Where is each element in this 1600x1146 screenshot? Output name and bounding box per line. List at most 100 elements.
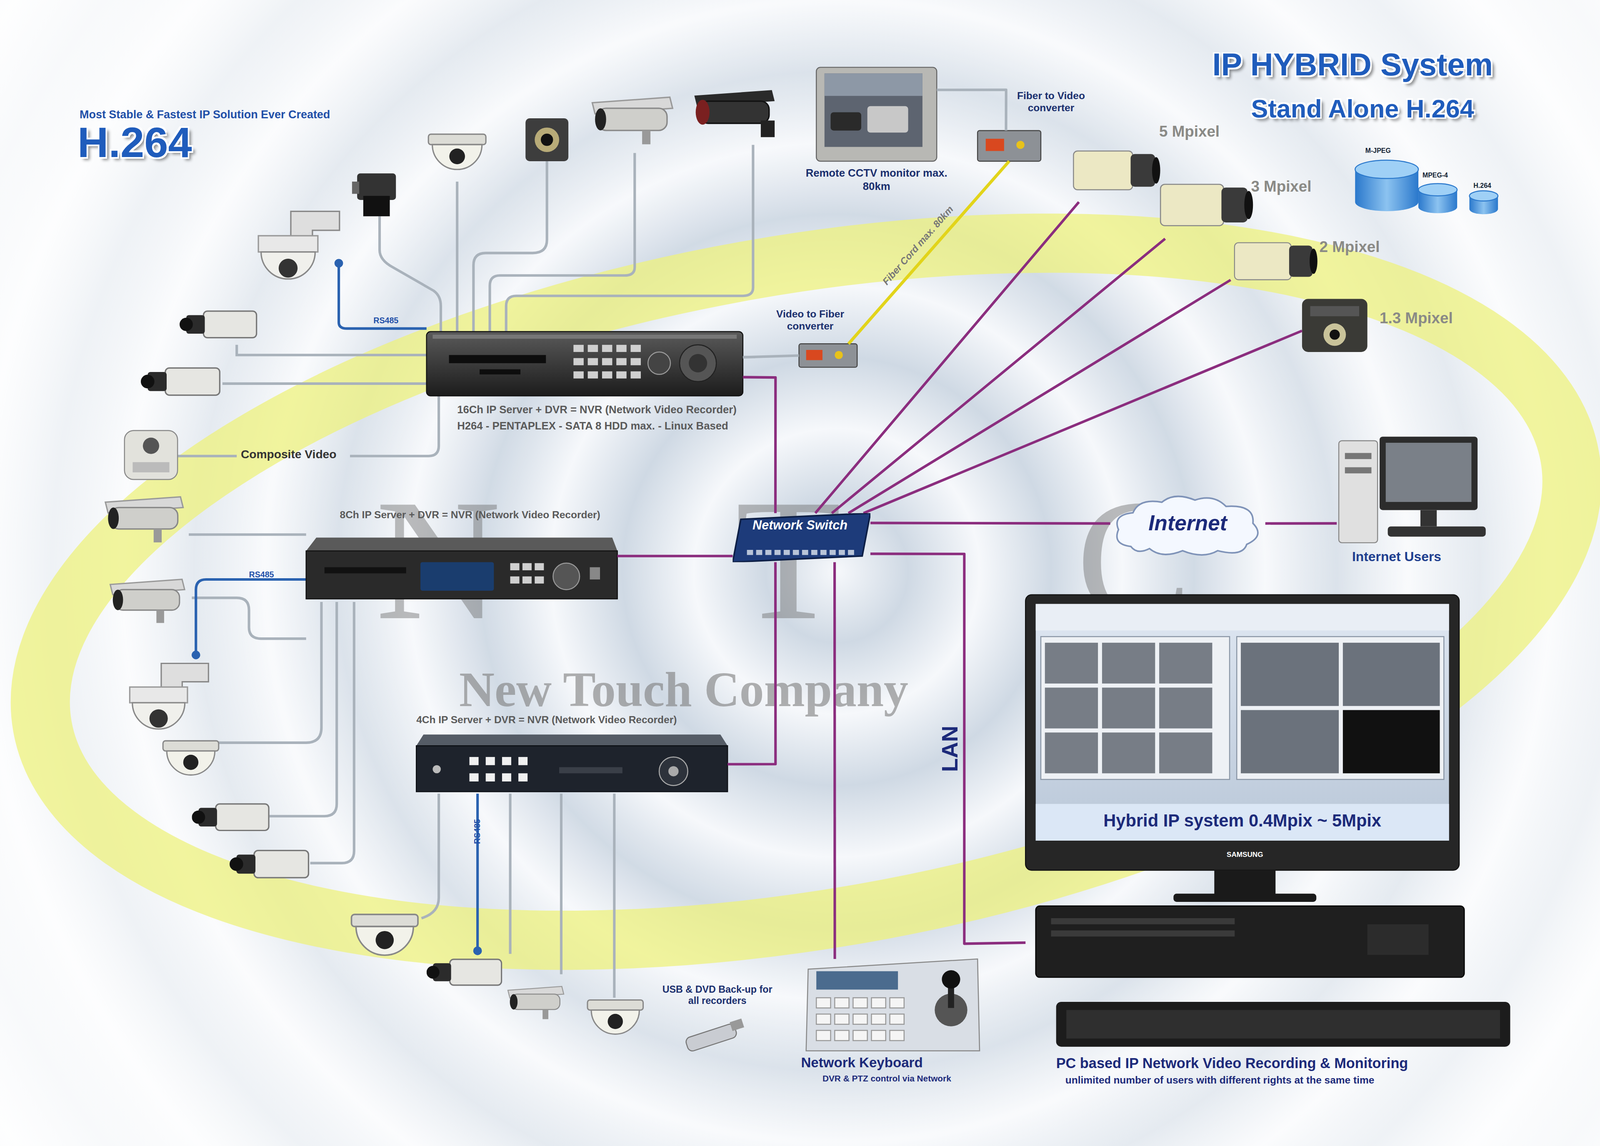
board-ip-camera-part — [1302, 299, 1368, 353]
nvr-16ch-part-part — [587, 371, 598, 379]
nvr-16ch-part — [679, 345, 717, 382]
switch-port — [829, 550, 836, 555]
monitoring-pc-part — [1040, 636, 1230, 780]
fiber-converters-part — [834, 350, 843, 360]
switch-port — [802, 550, 809, 555]
node-label: 5 Mpixel — [1159, 122, 1272, 141]
nvr-16ch-part-part — [587, 345, 598, 353]
camera-wires-part — [490, 152, 635, 332]
nvr-8ch-part — [324, 567, 407, 574]
camera-wires-part — [506, 145, 754, 332]
nvr-8ch — [306, 537, 618, 600]
nvr-4ch-part-part — [485, 757, 495, 766]
fiber-converters-part — [985, 138, 1005, 151]
remote-monitor-part — [824, 73, 923, 147]
node-label: Fiber to Video converter — [1000, 90, 1103, 115]
monitoring-pc-part — [1367, 924, 1429, 955]
user-pc: Internet Users — [1336, 433, 1490, 546]
camera-wires-part — [188, 533, 307, 536]
switch-port — [820, 550, 827, 555]
node-note: unlimited number of users with different… — [1065, 1074, 1535, 1087]
camera-wires-part — [612, 793, 616, 998]
camera-wires-part — [222, 382, 427, 385]
analog-cameras-part — [428, 134, 486, 170]
yellow-swirl — [0, 135, 1600, 1048]
network-keyboard-part-part — [834, 1030, 849, 1041]
monitoring-pc-part — [1066, 1010, 1500, 1040]
monitoring-pc-part — [1236, 636, 1444, 780]
watermark: New Touch Company — [459, 661, 909, 718]
nvr-16ch-part-part — [573, 371, 584, 379]
subtitle: Stand Alone H.264 — [1250, 93, 1474, 123]
node-note: PC based IP Network Video Recording & Mo… — [1056, 1055, 1547, 1073]
codec-cylinders-part — [1418, 183, 1458, 196]
nvr-16ch-part-part — [573, 358, 584, 366]
switch-port — [765, 550, 772, 555]
rs485-wires-part — [474, 947, 481, 955]
cable-connector — [1265, 522, 1337, 525]
nvr-16ch-part — [573, 345, 641, 379]
nvr-16ch-part-part — [630, 371, 641, 379]
nvr-4ch-part — [432, 765, 441, 774]
monitoring-pc-part — [1035, 604, 1450, 841]
signal-name: RS485 — [373, 316, 399, 326]
cable-connector — [742, 355, 800, 358]
internet-user-pc-part — [1345, 467, 1372, 474]
codec-label: M-JPEG — [1365, 147, 1391, 155]
remote-monitor-part — [867, 106, 909, 133]
mini-camera — [352, 173, 396, 217]
camera-wires-part — [560, 793, 563, 975]
monitoring-pc-part — [1173, 893, 1317, 903]
camera-wires-part — [473, 161, 547, 332]
nvr-4ch-part — [659, 757, 688, 786]
camera-wires-part — [350, 395, 439, 456]
nvr-4ch-part-part — [502, 773, 512, 782]
mini-camera-part — [352, 181, 360, 194]
analog-cameras-part — [162, 740, 219, 775]
usb-stick-part — [684, 1022, 738, 1053]
codec-cylinders-part — [1469, 190, 1499, 201]
nvr-16ch — [426, 331, 743, 396]
remote-monitor-part — [830, 112, 861, 131]
connector-label: LAN — [937, 725, 963, 773]
analog-cameras-part — [110, 579, 185, 624]
nvr-8ch-part — [510, 563, 545, 584]
node-label: Remote CCTV monitor max. 80km — [805, 166, 948, 193]
node-label: Internet Users — [1352, 549, 1495, 565]
internet-user-pc-part — [1379, 436, 1478, 510]
node-label: Network Switch — [738, 518, 862, 534]
monitoring-pc-part — [1035, 604, 1450, 631]
monitoring-pc-part — [1240, 642, 1440, 774]
internet-user-pc-part — [1385, 442, 1472, 503]
rs485-wires-part — [195, 579, 306, 655]
monitoring-pc-part — [1342, 710, 1440, 774]
signal-name: Composite Video — [240, 447, 337, 462]
nvr-recorder: 8Ch IP Server + DVR = NVR (Network Video… — [306, 537, 618, 600]
nvr-16ch-part-part — [630, 345, 641, 353]
network-keyboard-part-part — [852, 1030, 868, 1041]
nvr-recorder: 4Ch IP Server + DVR = NVR (Network Video… — [416, 734, 728, 792]
monitoring-pc-part — [1056, 1002, 1511, 1048]
node-label: 16Ch IP Server + DVR = NVR (Network Vide… — [457, 402, 825, 416]
board-camera-part — [534, 127, 560, 153]
codec-cylinders-part — [1355, 160, 1419, 179]
switch-port — [811, 550, 818, 555]
monitoring-pc-part — [1035, 804, 1450, 841]
network-keyboard-part-part — [890, 997, 905, 1008]
network-keyboard — [806, 959, 980, 1051]
monitoring-pc: Hybrid IP system 0.4Mpix ~ 5MpixPC based… — [1025, 595, 1465, 979]
analog-cameras-part — [179, 311, 257, 338]
codec-label: MPEG-4 — [1422, 171, 1448, 179]
cable-connector — [936, 90, 1007, 131]
node-label: Video to Fiber converter — [763, 308, 858, 333]
internet-user-pc-part — [1387, 526, 1486, 537]
keypad-camera-part — [132, 462, 170, 473]
monitoring-pc — [1025, 595, 1510, 1048]
nvr-4ch — [416, 734, 728, 792]
network-keyboard-part-part — [890, 1030, 905, 1041]
switch-port — [756, 550, 763, 555]
camera-wires-part — [421, 793, 439, 919]
nvr-16ch-part — [479, 369, 521, 375]
network-keyboard-part-part — [890, 1014, 905, 1025]
